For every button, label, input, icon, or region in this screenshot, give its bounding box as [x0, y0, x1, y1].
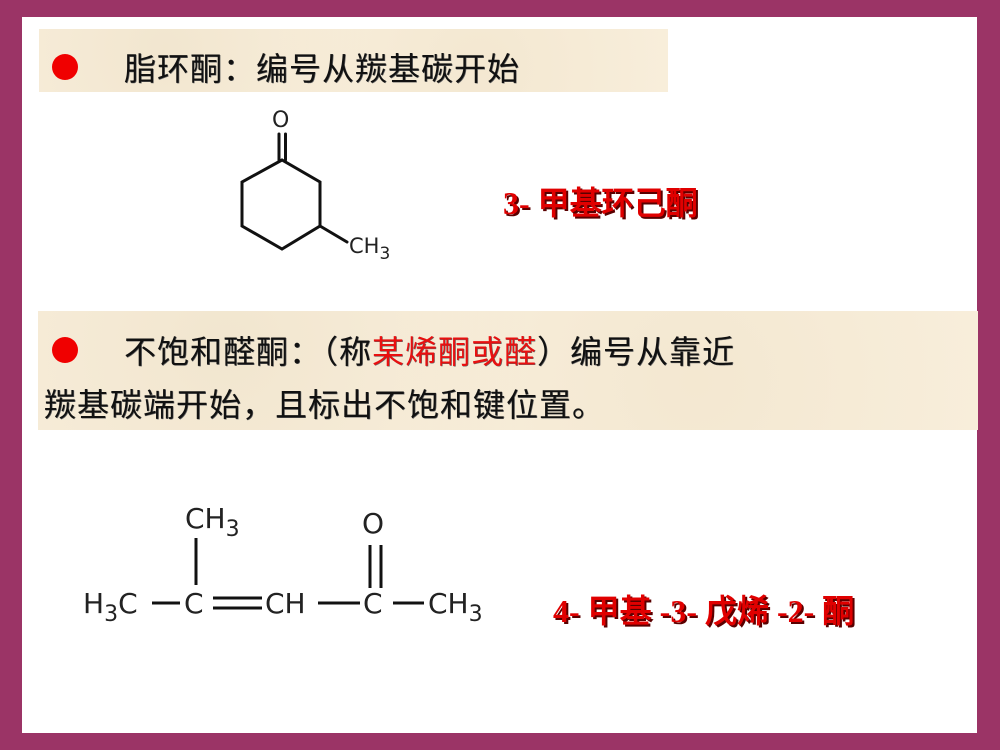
left-methyl-label: H3C: [83, 587, 138, 627]
cyclohexane-ring: [240, 158, 322, 251]
bullet-dot-icon: [52, 337, 78, 363]
pentenone-labels: H3C C CH3 CH C O CH3: [83, 502, 483, 627]
compound-name-2: 4- 甲基 -3- 戊烯 -2- 酮: [553, 593, 855, 629]
line1-prefix: 不饱和醛酮：（称: [124, 333, 373, 371]
section1-heading-box: [39, 29, 668, 92]
c2-label: C: [363, 587, 383, 620]
c4-label: C: [184, 587, 204, 620]
section2-heading-box: [38, 311, 978, 430]
cyclohexanone-structure: [240, 132, 349, 251]
line1-highlight: 某烯酮或醛: [372, 333, 538, 371]
compound-name-1: 3- 甲基环己酮: [503, 185, 698, 221]
c3-label: CH: [265, 587, 306, 620]
oxygen-label-2: O: [362, 507, 384, 540]
bullet-dot-icon: [52, 54, 78, 80]
section2-heading-line1: 不饱和醛酮：（称某烯酮或醛）编号从靠近: [124, 327, 735, 373]
methyl-bond: [318, 224, 349, 244]
section2-heading-line2: 羰基碳端开始，且标出不饱和键位置。: [44, 386, 606, 424]
line1-suffix: ）编号从靠近: [537, 333, 736, 371]
right-methyl-label: CH3: [428, 587, 483, 627]
top-methyl-label: CH3: [185, 502, 240, 542]
pentenone-structure: [152, 538, 424, 610]
methyl-label: CH3: [349, 234, 390, 264]
section1-heading: 脂环酮：编号从羰基碳开始: [124, 50, 521, 88]
oxygen-label: O: [272, 108, 289, 133]
